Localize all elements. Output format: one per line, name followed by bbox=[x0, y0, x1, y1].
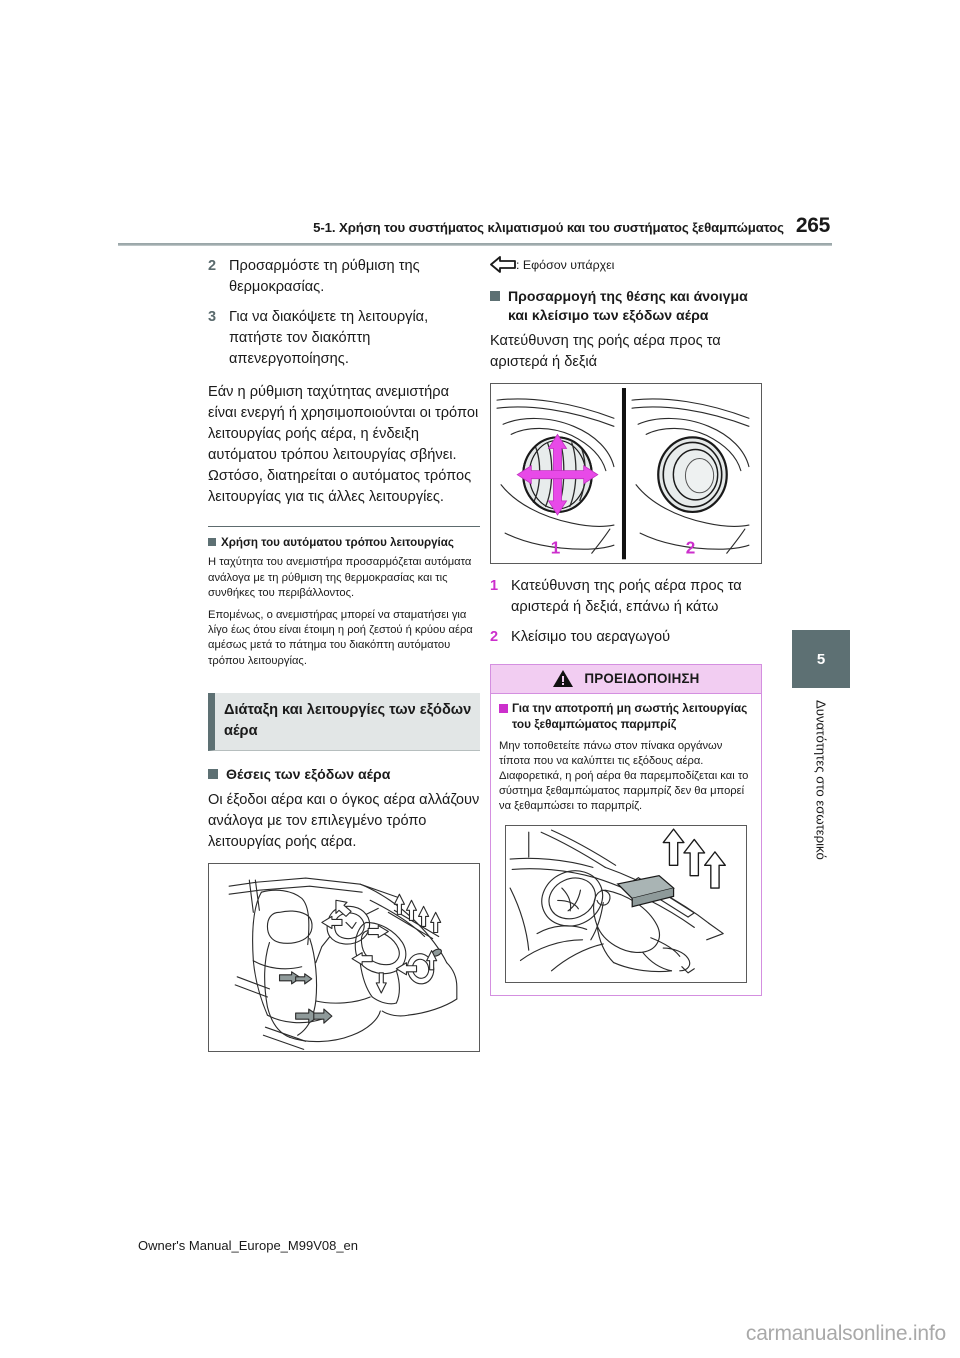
note-heading: Χρήση του αυτόματου τρόπου λειτουργίας bbox=[208, 535, 480, 550]
left-column: 2 Προσαρμόστε τη ρύθμιση της θερμοκρασία… bbox=[208, 256, 480, 1053]
step-number: 3 bbox=[208, 309, 217, 325]
left-arrow-outline-icon bbox=[490, 256, 516, 273]
running-header: 5-1. Χρήση του συστήματος κλιματισμού κα… bbox=[120, 214, 830, 238]
subsection-heading: Θέσεις των εξόδων αέρα bbox=[208, 765, 480, 784]
square-bullet-icon bbox=[208, 538, 216, 546]
obstructed-defogger-vent-illustration bbox=[506, 825, 746, 977]
header-divider bbox=[118, 243, 832, 246]
airflow-arrow-icon bbox=[278, 893, 442, 1024]
step-item: 2 Προσαρμόστε τη ρύθμιση της θερμοκρασία… bbox=[208, 256, 480, 298]
note-paragraph: Η ταχύτητα του ανεμιστήρα προσαρμόζεται … bbox=[208, 556, 472, 599]
note-paragraph: Επομένως, ο ανεμιστήρας μπορεί να σταματ… bbox=[208, 609, 473, 667]
callout-text: Κατεύθυνση της ροής αέρα προς τα αριστερ… bbox=[511, 578, 742, 616]
warning-subheading-label: Για την αποτροπή μη σωστής λειτουργίας τ… bbox=[512, 701, 748, 731]
closed-vent-barrel bbox=[657, 436, 728, 514]
warning-box: ΠΡΟΕΙΔΟΠΟΙΗΣΗ Για την αποτροπή μη σωστής… bbox=[490, 664, 762, 996]
note-heading-label: Χρήση του αυτόματου τρόπου λειτουργίας bbox=[221, 536, 454, 549]
callout-item: 1 Κατεύθυνση της ροής αέρα προς τα αριστ… bbox=[490, 576, 762, 618]
warning-subheading: Για την αποτροπή μη σωστής λειτουργίας τ… bbox=[499, 701, 753, 732]
airflow-arrow-icon bbox=[662, 827, 726, 889]
subsection-heading: Προσαρμογή της θέσης και άνοιγμα και κλε… bbox=[490, 287, 762, 325]
warning-paragraph: Μην τοποθετείτε πάνω στον πίνακα οργάνων… bbox=[499, 739, 749, 813]
callout-text: Κλείσιμο του αεραγωγού bbox=[511, 629, 671, 646]
site-watermark: carmanualsonline.info bbox=[745, 1322, 946, 1345]
obstructed-defogger-vent-figure bbox=[505, 824, 747, 983]
warning-title: ΠΡΟΕΙΔΟΠΟΙΗΣΗ bbox=[584, 671, 700, 687]
square-bullet-icon bbox=[208, 768, 218, 779]
chapter-tab-label-text: Δυνατότητες στο εσωτερικό bbox=[813, 700, 829, 860]
figure-label-2: 2 bbox=[686, 538, 696, 557]
round-air-vent-illustration: 1 2 bbox=[491, 384, 761, 564]
callout-number: 1 bbox=[490, 578, 499, 595]
optional-equipment-legend-text: : Εφόσον υπάρχει bbox=[516, 257, 615, 272]
figure-callout-list: 1 Κατεύθυνση της ροής αέρα προς τα αριστ… bbox=[490, 576, 762, 648]
figure-divider bbox=[621, 388, 626, 560]
page-number: 265 bbox=[795, 214, 830, 237]
warning-header: ΠΡΟΕΙΔΟΠΟΙΗΣΗ bbox=[491, 665, 761, 695]
subsection-paragraph: Οι έξοδοι αέρα και ο όγκος αέρα αλλάζουν… bbox=[208, 791, 480, 850]
section-banner: Διάταξη και λειτουργίες των εξόδων αέρα bbox=[208, 692, 480, 751]
square-bullet-icon bbox=[499, 704, 508, 714]
round-air-vent-figure: 1 2 bbox=[490, 383, 762, 565]
obstruction-object-side bbox=[631, 887, 675, 908]
subsection-paragraph: Κατεύθυνση της ροής αέρα προς τα αριστερ… bbox=[490, 333, 721, 370]
chapter-tab-number: 5 bbox=[792, 630, 850, 688]
subsection-heading-label: Θέσεις των εξόδων αέρα bbox=[226, 765, 391, 782]
four-way-arrow-icon bbox=[516, 433, 599, 516]
callout-item: 2 Κλείσιμο του αεραγωγού bbox=[490, 627, 762, 648]
chapter-tab-label: Δυνατότητες στο εσωτερικό bbox=[792, 700, 850, 960]
step-number: 2 bbox=[208, 258, 217, 274]
footer-text: Owner's Manual_Europe_M99V08_en bbox=[138, 1238, 359, 1253]
step-text: Προσαρμόστε τη ρύθμιση της θερμοκρασίας. bbox=[229, 258, 420, 295]
step-text: Για να διακόψετε τη λειτουργία, πατήστε … bbox=[229, 309, 429, 367]
cabin-air-outlets-illustration bbox=[228, 877, 458, 1050]
warning-body: Για την αποτροπή μη σωστής λειτουργίας τ… bbox=[491, 694, 761, 994]
square-bullet-icon bbox=[490, 291, 500, 301]
figure-label-1: 1 bbox=[551, 538, 561, 557]
warning-triangle-icon bbox=[553, 670, 574, 688]
subsection-heading-label: Προσαρμογή της θέσης και άνοιγμα και κλε… bbox=[508, 288, 748, 323]
left-body-paragraph: Εάν η ρύθμιση ταχύτητας ανεμιστήρα είναι… bbox=[208, 384, 479, 505]
optional-equipment-legend: : Εφόσον υπάρχει bbox=[490, 256, 762, 273]
callout-number: 2 bbox=[490, 629, 499, 646]
step-item: 3 Για να διακόψετε τη λειτουργία, πατήστ… bbox=[208, 307, 480, 370]
header-section-title: 5-1. Χρήση του συστήματος κλιματισμού κα… bbox=[313, 220, 784, 235]
cabin-air-outlets-figure bbox=[208, 862, 480, 1053]
right-column: : Εφόσον υπάρχει Προσαρμογή της θέσης κα… bbox=[490, 256, 762, 996]
note-divider bbox=[208, 526, 480, 527]
